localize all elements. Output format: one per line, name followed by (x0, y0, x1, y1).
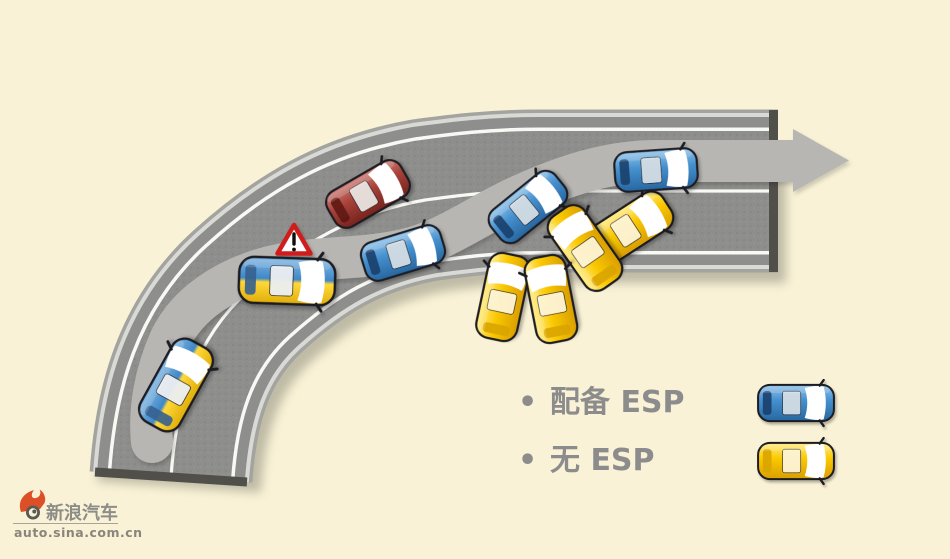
warning-triangle-icon (275, 222, 313, 256)
car-start-combined-2 (236, 248, 338, 314)
legend-label-esp: 配备 ESP (550, 385, 685, 420)
blue-car-icon (756, 378, 836, 428)
site-url: auto.sina.com.cn (14, 525, 143, 540)
branding-logo: 新浪汽车 auto.sina.com.cn (13, 489, 143, 540)
legend-bullet-1: • (518, 385, 537, 420)
legend-label-no-esp: 无 ESP (550, 443, 655, 478)
road-end-edge-bottom (94, 467, 248, 487)
yellow-car-icon (756, 436, 836, 486)
legend: • 配备 ESP • 无 ESP (518, 378, 836, 486)
site-name: 新浪汽车 (46, 502, 118, 524)
right-arrow-icon (793, 129, 849, 192)
sina-eye-flame-icon (19, 489, 46, 520)
legend-bullet-2: • (518, 443, 537, 478)
